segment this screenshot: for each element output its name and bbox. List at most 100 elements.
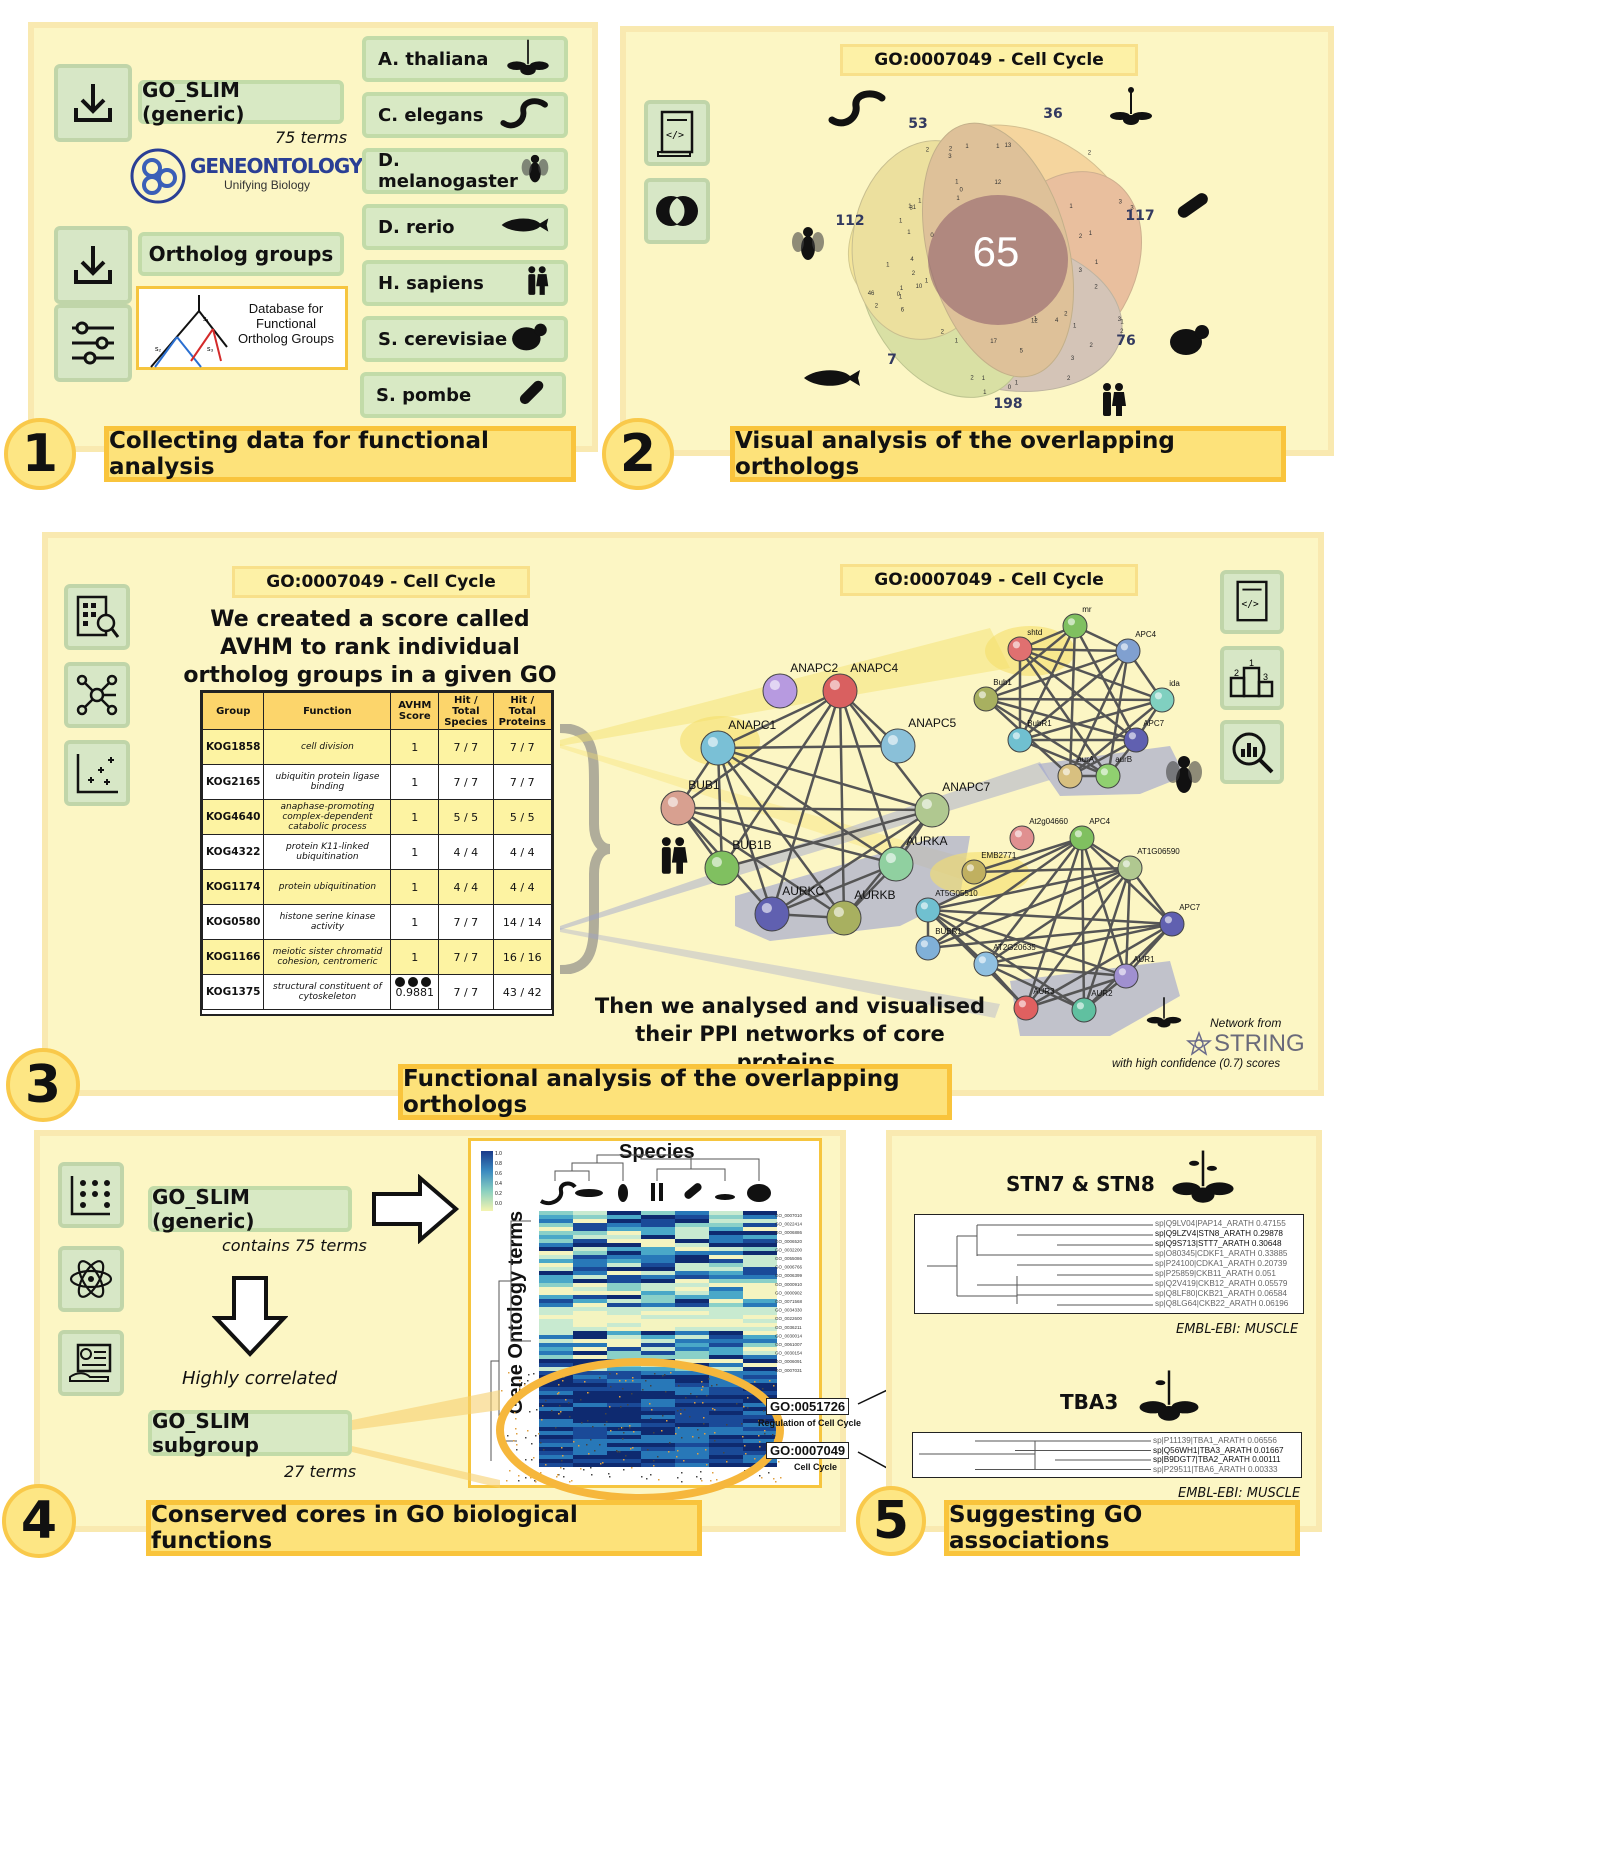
protein-node[interactable] <box>1113 963 1139 989</box>
human-node[interactable]: AURKC <box>754 884 825 932</box>
zebrafish-icon <box>575 1189 603 1197</box>
script-icon-2[interactable]: </> <box>1220 570 1284 634</box>
human-node[interactable]: ANAPC5 <box>880 716 957 764</box>
noise-dot <box>632 1380 634 1382</box>
sliders-icon[interactable] <box>54 304 132 382</box>
species-1[interactable]: A. thaliana <box>362 36 568 82</box>
fly-node[interactable]: shtd <box>1007 628 1042 662</box>
script-icon[interactable]: </> <box>644 100 710 166</box>
protein-node[interactable] <box>704 850 740 886</box>
human-node[interactable]: AURKA <box>878 834 948 882</box>
species-5[interactable]: H. sapiens <box>362 260 568 306</box>
protein-node[interactable] <box>822 673 858 709</box>
heatmap-cell <box>607 1343 641 1347</box>
protein-node[interactable] <box>1057 763 1083 789</box>
heatmap-cell <box>675 1391 709 1395</box>
protein-node[interactable] <box>880 728 916 764</box>
human-node[interactable]: AURKB <box>826 888 896 936</box>
noise-dot <box>653 1465 655 1467</box>
protein-node[interactable] <box>1117 855 1143 881</box>
protein-node[interactable] <box>973 951 999 977</box>
settings-document-icon[interactable] <box>58 1330 124 1396</box>
protein-node[interactable] <box>1007 727 1033 753</box>
plant-node[interactable]: AUR3 <box>1013 987 1055 1021</box>
atom-icon[interactable] <box>58 1246 124 1312</box>
protein-node[interactable] <box>826 900 862 936</box>
plant-node[interactable]: AUR2 <box>1071 989 1113 1023</box>
protein-node[interactable] <box>1095 763 1121 789</box>
protein-node[interactable] <box>1149 687 1175 713</box>
protein-node[interactable] <box>1123 727 1149 753</box>
network-icon[interactable] <box>64 662 130 728</box>
noise-dot <box>524 1383 526 1385</box>
species-4[interactable]: D. rerio <box>362 204 568 250</box>
plant-node[interactable]: EMB2771 <box>961 851 1017 885</box>
fly-node[interactable]: APC7 <box>1123 719 1165 753</box>
protein-node[interactable] <box>1071 997 1097 1023</box>
species-6[interactable]: S. cerevisiae <box>362 316 568 362</box>
protein-node[interactable] <box>700 730 736 766</box>
fly-node[interactable]: Bub1 <box>973 678 1012 712</box>
protein-node[interactable] <box>1007 636 1033 662</box>
protein-node[interactable] <box>914 792 950 828</box>
protein-node[interactable] <box>1013 995 1039 1021</box>
human-node[interactable]: ANAPC4 <box>822 661 899 709</box>
plant-node[interactable]: AUR1 <box>1113 955 1155 989</box>
node-highlight <box>1118 968 1126 976</box>
noise-dot <box>665 1391 667 1393</box>
fly-node[interactable]: APC4 <box>1115 630 1157 664</box>
protein-node[interactable] <box>1159 911 1185 937</box>
plant-node[interactable]: APC4 <box>1069 817 1111 851</box>
protein-node[interactable] <box>915 935 941 961</box>
fly-node[interactable]: aurB <box>1095 755 1132 789</box>
go-slim-button[interactable]: GO_SLIM (generic) <box>138 78 344 126</box>
fly-node[interactable]: mr <box>1062 605 1092 639</box>
species-3[interactable]: D. melanogaster <box>362 148 568 194</box>
species-2[interactable]: C. elegans <box>362 92 568 138</box>
download-icon[interactable] <box>54 64 132 142</box>
report-search-icon[interactable] <box>64 584 130 650</box>
download-icon-2[interactable] <box>54 226 132 304</box>
species-silhouettes <box>539 1181 771 1206</box>
human-node[interactable]: BUB1B <box>704 838 772 886</box>
plant-node[interactable]: AT2G20635 <box>973 943 1036 977</box>
fly-node[interactable]: aurA <box>1057 755 1095 789</box>
dot-grid-icon[interactable] <box>58 1162 124 1228</box>
noise-dot <box>519 1388 521 1390</box>
venn-icon[interactable] <box>644 178 710 244</box>
ortholog-groups-button[interactable]: Ortholog groups <box>138 232 344 276</box>
protein-node[interactable] <box>762 673 798 709</box>
protein-node[interactable] <box>915 897 941 923</box>
node-highlight <box>920 902 928 910</box>
plant-node[interactable]: AT5G05510 <box>915 889 978 923</box>
protein-node[interactable] <box>961 859 987 885</box>
protein-node[interactable] <box>1115 638 1141 664</box>
human-node[interactable]: ANAPC1 <box>700 718 777 766</box>
plant-node[interactable]: At2g04660 <box>1009 817 1068 851</box>
scatter-plot-icon[interactable] <box>64 740 130 806</box>
fly-node[interactable]: ida <box>1149 679 1180 713</box>
heatmap-cell <box>641 1447 675 1451</box>
caption-panel-1: Collecting data for functional analysis <box>104 426 576 482</box>
protein-node[interactable] <box>1009 825 1035 851</box>
protein-node[interactable] <box>1062 613 1088 639</box>
fly-node[interactable]: BubR1 <box>1007 719 1052 753</box>
plant-node[interactable]: AT1G06590 <box>1117 847 1180 881</box>
protein-node[interactable] <box>1069 825 1095 851</box>
species-7[interactable]: S. pombe <box>360 372 566 418</box>
plant-node[interactable]: BUBR1 <box>915 927 962 961</box>
analytics-search-icon[interactable] <box>1220 720 1284 784</box>
go-slim-subgroup-button[interactable]: GO_SLIM subgroup <box>148 1409 352 1457</box>
human-node[interactable]: BUB1 <box>660 778 720 826</box>
protein-node[interactable] <box>754 896 790 932</box>
go-slim-button-2[interactable]: GO_SLIM (generic) <box>148 1185 352 1233</box>
yeast-icon <box>508 321 550 358</box>
protein-node[interactable] <box>973 686 999 712</box>
plant-node[interactable]: APC7 <box>1159 903 1201 937</box>
human-node[interactable]: ANAPC7 <box>914 780 991 828</box>
human-node[interactable]: ANAPC2 <box>762 661 839 709</box>
protein-node[interactable] <box>878 846 914 882</box>
protein-node[interactable] <box>660 790 696 826</box>
heatmap-cell <box>573 1251 607 1255</box>
